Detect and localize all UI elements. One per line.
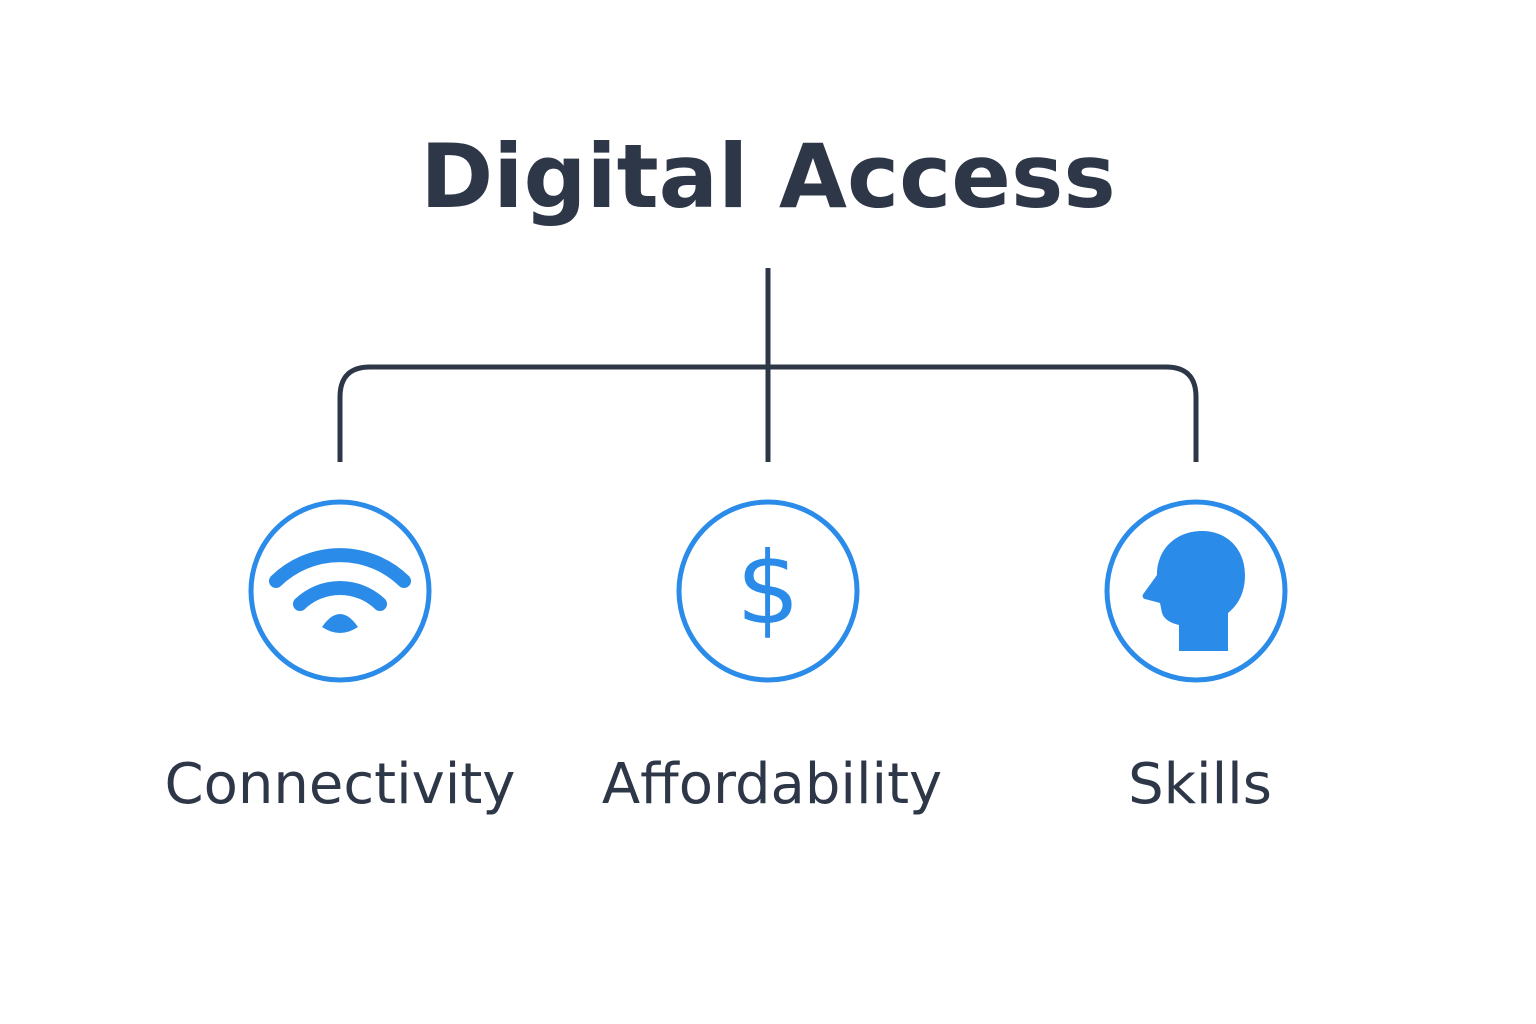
diagram-title: Digital Access bbox=[420, 125, 1116, 228]
branch-line bbox=[337, 364, 1199, 462]
node-label-connectivity: Connectivity bbox=[164, 752, 516, 817]
dollar-icon: $ bbox=[676, 499, 860, 683]
node-label-affordability: Affordability bbox=[601, 752, 943, 817]
node-label-skills: Skills bbox=[1128, 752, 1272, 817]
head-icon bbox=[1104, 499, 1288, 683]
wifi-icon bbox=[248, 499, 432, 683]
svg-text:$: $ bbox=[736, 530, 800, 647]
